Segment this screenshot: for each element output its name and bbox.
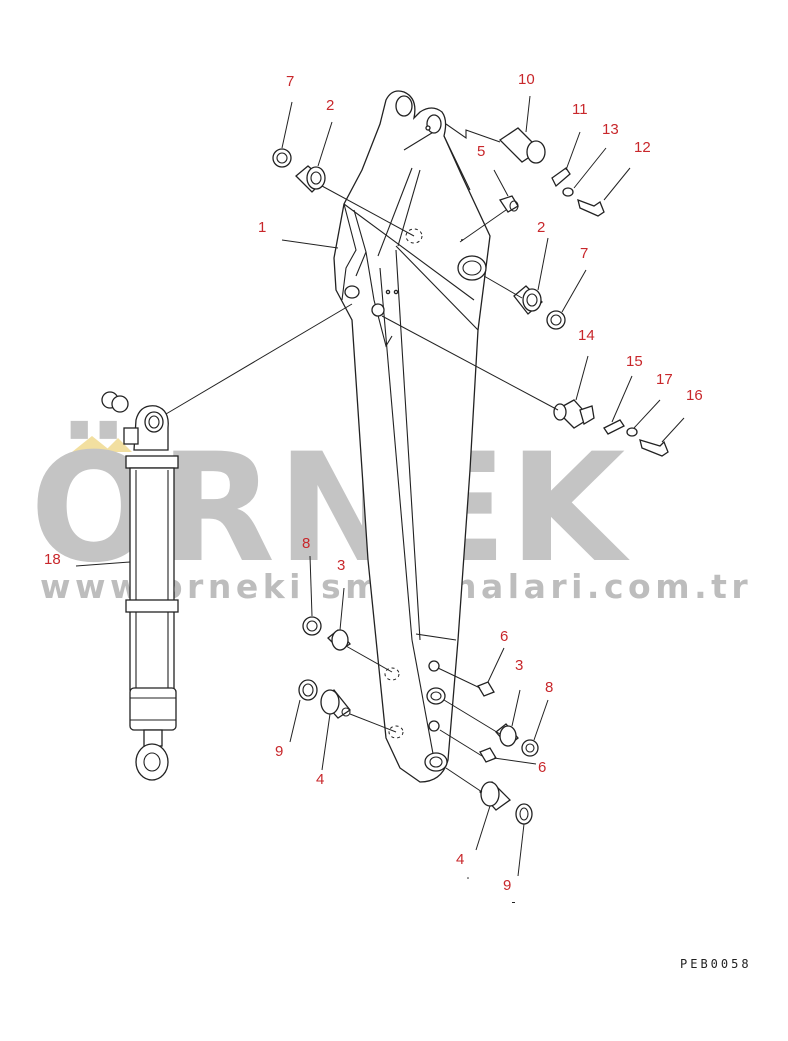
part-14-pin [553,399,595,429]
label-2-top: 2 [326,97,334,114]
label-4-left: 4 [316,771,324,788]
part-2-bushing-lower [513,285,543,315]
label-6-bottom: 6 [538,759,546,776]
label-18: 18 [44,551,61,568]
label-9-left: 9 [275,743,283,760]
part-6-grease-fitting-lower [479,747,497,763]
drawing-code: PEB0058 [680,957,752,971]
label-8-right: 8 [545,679,553,696]
callout-labels: 1 2 2 3 3 4 4 5 6 6 7 7 8 8 9 9 10 11 12… [44,71,703,894]
label-5: 5 [477,143,485,160]
part-7-washer [272,148,292,168]
label-8-left: 8 [302,535,310,552]
part-5-grease-fitting [498,195,519,213]
part-9-seal-right [515,803,533,825]
label-7-top: 7 [286,73,294,90]
label-15: 15 [626,353,643,370]
part-2-bushing [295,165,326,193]
label-12: 12 [634,139,651,156]
part-17-washer [626,427,638,437]
label-2-right: 2 [537,219,545,236]
label-9-right: 9 [503,877,511,894]
label-7-right: 7 [580,245,588,262]
part-9-seal [298,679,318,701]
label-3-right: 3 [515,657,523,674]
part-3-bushing-right [495,723,519,747]
part-3-bushing [327,629,351,651]
watermark-accent-mark [104,438,132,452]
label-1: 1 [258,219,266,236]
label-14: 14 [578,327,595,344]
part-12-bolt [577,198,605,217]
label-17: 17 [656,371,673,388]
part-4-bushing [320,689,351,719]
part-11-plate [551,167,571,188]
part-16-bolt [639,439,669,457]
leader-lines [75,95,685,877]
watermark-accent-mark [72,436,112,452]
label-13: 13 [602,121,619,138]
part-13-washer [562,187,574,197]
part-7-washer-right [546,310,566,330]
part-8-washer [302,616,322,636]
part-8-washer-right [521,739,539,757]
label-16: 16 [686,387,703,404]
part-15-plate [603,419,625,435]
part-10-pin [498,127,546,164]
label-6-top: 6 [500,628,508,645]
label-10: 10 [518,71,535,88]
label-3-left: 3 [337,557,345,574]
part-18-cylinder [101,391,179,781]
part-6-grease-fitting [477,681,495,697]
part-4-bushing-right [479,781,512,811]
label-11: 11 [572,101,588,118]
label-4-right: 4 [456,851,464,868]
boom-arm [333,90,501,783]
